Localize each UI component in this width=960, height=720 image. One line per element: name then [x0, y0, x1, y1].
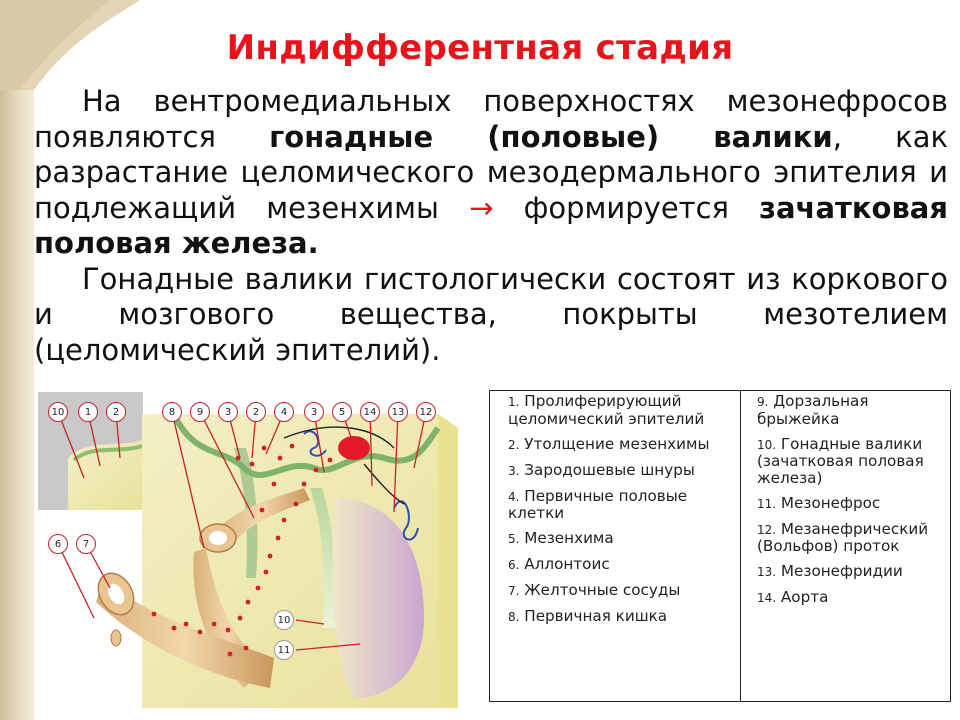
legend-item: 14. Аорта	[757, 588, 829, 606]
legend-item: 9. Дорзальная брыжейка	[757, 392, 869, 428]
figure-label-bubble: 2	[246, 402, 266, 422]
legend-item: 5. Мезенхима	[508, 529, 614, 547]
paragraph-histology: Гонадные валики гистологически состоят и…	[34, 261, 948, 367]
embryo-gonad-illustration	[34, 388, 460, 708]
figure-label-bubble: 10	[274, 610, 294, 630]
figure-label-bubble: 9	[190, 402, 210, 422]
figure-label-bubble: 7	[76, 534, 96, 554]
figure-label-bubble: 10	[48, 402, 68, 422]
legend-item: 1. Пролиферирующий целомический эпителий	[508, 392, 705, 428]
legend-box: 1. Пролиферирующий целомический эпителий…	[489, 390, 951, 702]
figure-label-bubble: 2	[106, 402, 126, 422]
legend-column-left: 1. Пролиферирующий целомический эпителий…	[508, 393, 736, 634]
legend-item: 6. Аллонтоис	[508, 555, 610, 573]
legend-item: 4. Первичные половые клетки	[508, 486, 688, 522]
paragraph-gonadal-ridges: На вентромедиальных поверхностях мезонеф…	[34, 84, 948, 260]
figure-label-bubble: 4	[274, 402, 294, 422]
slide-title: Индифферентная стадия	[226, 28, 734, 68]
legend-divider	[740, 391, 741, 701]
legend-item: 7. Желточные сосуды	[508, 581, 681, 599]
figure-label-bubble: 3	[218, 402, 238, 422]
paragraph-histology-clip: Гонадные валики гистологически состоят и…	[34, 262, 948, 570]
figure-label-bubble: 12	[416, 402, 436, 422]
legend-item: 3. Зародошевые шнуры	[508, 460, 695, 479]
arrow-icon: →	[469, 190, 494, 225]
legend-item: 8. Первичная кишка	[508, 607, 668, 625]
legend-column-right: 9. Дорзальная брыжейка 10. Гонадные вали…	[757, 393, 947, 615]
legend-item: 12. Мезанефрический (Вольфов) проток	[757, 519, 929, 555]
figure-label-bubble: 5	[332, 402, 352, 422]
legend-item: 13. Мезонефридии	[757, 562, 903, 580]
figure-label-bubble: 1	[78, 402, 98, 422]
legend-item: 10. Гонадные валики (зачатковая половая …	[757, 434, 924, 487]
figure-label-bubble: 11	[274, 640, 294, 660]
figure-label-bubble: 13	[388, 402, 408, 422]
decorative-side-strip	[0, 0, 34, 720]
figure-label-bubble: 8	[162, 402, 182, 422]
legend-item: 2. Утолщение мезенхимы	[508, 434, 710, 453]
slide-body-text: На вентромедиальных поверхностях мезонеф…	[34, 84, 948, 570]
legend-item: 11. Мезонефрос	[757, 493, 881, 512]
figure-label-bubble: 6	[48, 534, 68, 554]
decorative-corner-wave	[0, 0, 140, 90]
figure-label-bubble: 3	[304, 402, 324, 422]
figure-label-bubble: 14	[360, 402, 380, 422]
